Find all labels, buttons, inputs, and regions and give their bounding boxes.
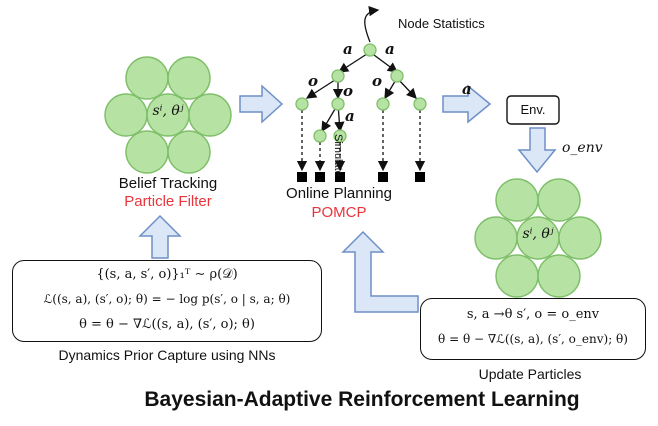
prior-to-belief-arrow: [138, 214, 182, 259]
particle: [125, 56, 169, 100]
update-caption: Update Particles: [478, 366, 582, 382]
edge-label-a-left: a: [343, 40, 353, 58]
env-to-particles-arrow: [517, 127, 557, 174]
particle: [537, 178, 581, 222]
edge-label-o-mid: o: [343, 82, 354, 100]
env-observation-label: o_env: [562, 140, 603, 156]
belief-to-planning-arrow: [239, 84, 284, 124]
tree-node: [331, 97, 345, 111]
tree-node: [390, 69, 404, 83]
update-particle-label: sⁱ, θʲ: [522, 226, 554, 242]
belief-title: Belief Tracking: [118, 175, 218, 192]
env-label: Env.: [520, 102, 546, 117]
tree-node-root: [363, 43, 377, 57]
belief-subtitle: Particle Filter: [124, 193, 212, 210]
edge-label-a-inner: a: [345, 107, 355, 125]
diagram-title: Bayesian-Adaptive Reinforcement Learning: [144, 388, 580, 411]
particle: [167, 56, 211, 100]
tree-node: [331, 69, 345, 83]
tree-node: [413, 97, 427, 111]
particle: [558, 216, 602, 260]
belief-particle-label: sⁱ, θʲ: [152, 103, 184, 119]
tree-node: [313, 129, 327, 143]
prior-equation-loss: ℒ((s, a), (s′, o); θ) = − log p(s′, o | …: [43, 292, 291, 306]
particle: [474, 216, 518, 260]
update-equations-box: s, a →θ s′, o = o_env θ = θ − ∇ℒ((s, a),…: [420, 298, 646, 360]
prior-equations-box: {(s, a, s′, o)}₁ᵀ ∼ ρ(𝒟) ℒ((s, a), (s′, …: [12, 260, 322, 342]
tree-node: [376, 97, 390, 111]
prior-equation-gradient: θ = θ − ∇ℒ((s, a), (s′, o); θ): [79, 317, 255, 332]
updated-particles: [474, 178, 602, 298]
search-tree: [296, 5, 426, 172]
particle: [188, 93, 232, 137]
tree-node: [295, 97, 309, 111]
simulate-label: Simulate: [332, 134, 344, 177]
update-equation-transition: s, a →θ s′, o = o_env: [466, 307, 600, 322]
update-equation-gradient: θ = θ − ∇ℒ((s, a), (s′, o_env); θ): [438, 332, 628, 346]
edge-label-a-right: a: [385, 40, 395, 58]
node-statistics-label: Node Statistics: [398, 16, 485, 31]
update-to-planning-arrow: [341, 230, 419, 313]
edge-label-o-left: o: [308, 72, 319, 90]
tree-nodes: [295, 43, 427, 143]
belief-particles: [104, 56, 232, 174]
planning-to-env-arrow: [442, 84, 492, 124]
prior-equation-dataset: {(s, a, s′, o)}₁ᵀ ∼ ρ(𝒟): [96, 267, 238, 282]
planning-title: Online Planning: [286, 185, 392, 202]
particle: [495, 254, 539, 298]
particle: [104, 93, 148, 137]
env-box: [506, 95, 560, 125]
particle: [495, 178, 539, 222]
env-action-label: a: [462, 80, 472, 98]
rollout-terminals: [297, 172, 425, 182]
planning-subtitle: POMCP: [311, 204, 367, 221]
particle: [125, 130, 169, 174]
tree-node: [333, 129, 347, 143]
node-stats-pointer: [364, 5, 380, 43]
edge-label-o-right: o: [372, 72, 383, 90]
prior-caption: Dynamics Prior Capture using NNs: [58, 347, 276, 363]
particle: [537, 254, 581, 298]
particle: [167, 130, 211, 174]
